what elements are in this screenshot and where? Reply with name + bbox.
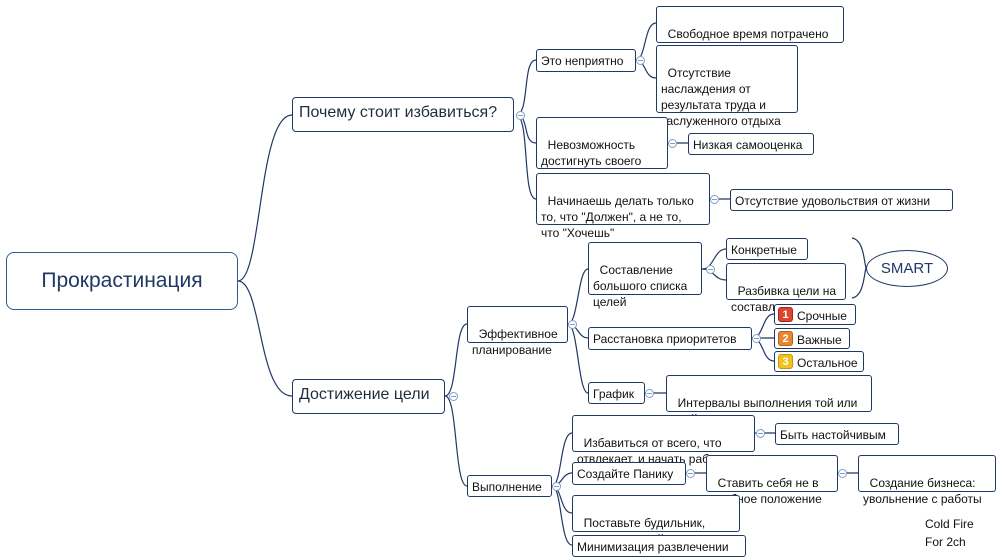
- branch-goal-label: Достижение цели: [299, 386, 430, 403]
- topic-self-esteem-label: Низкая самооценка: [693, 138, 803, 152]
- collapse-toggle-goal[interactable]: [449, 392, 458, 401]
- topic-big-list[interactable]: Составление большого списка целей: [588, 242, 702, 309]
- edge-root-why: [237, 114, 293, 282]
- topic-be-persistent-label: Быть настойчивым: [780, 428, 886, 442]
- topic-concrete[interactable]: Конкретные: [726, 238, 808, 260]
- topic-be-persistent[interactable]: Быть настойчивым: [775, 423, 899, 445]
- collapse-toggle-potential[interactable]: [668, 139, 677, 148]
- topic-unpleasant[interactable]: Это неприятно: [536, 49, 636, 72]
- topic-priorities[interactable]: Расстановка приоритетов: [588, 327, 752, 350]
- topic-intervals[interactable]: Интервалы выполнения той или иной цели: [666, 375, 872, 426]
- edge-why-unpleasant: [515, 59, 537, 116]
- priority-1-badge-icon: 1: [778, 307, 793, 322]
- edge-biglist-concrete: [701, 248, 727, 270]
- topic-no-enjoyment-label: Отсутствие наслаждения от результата тру…: [661, 66, 781, 128]
- topic-schedule[interactable]: График: [588, 382, 645, 404]
- collapse-toggle-why[interactable]: [516, 111, 525, 120]
- collapse-toggle-execution[interactable]: [552, 482, 561, 491]
- smart-brace: [851, 237, 867, 299]
- edge-goal-planning: [444, 323, 468, 397]
- topic-planning-label: Эффективное планирование: [472, 327, 558, 357]
- edge-root-goal: [237, 280, 293, 397]
- edge-biglist-breakdown: [701, 268, 727, 281]
- root-topic[interactable]: Прокрастинация: [6, 252, 238, 310]
- collapse-toggle-schedule[interactable]: [645, 389, 654, 398]
- edge-execution-minimize: [551, 485, 573, 546]
- topic-uncomfortable[interactable]: Ставить себя не в удобное положение: [706, 455, 838, 506]
- topic-execution-label: Выполнение: [472, 480, 542, 494]
- edge-goal-execution: [444, 395, 468, 487]
- topic-planning[interactable]: Эффективное планирование: [467, 306, 568, 357]
- topic-minimize[interactable]: Минимизация развлечении: [572, 535, 746, 557]
- priority-item[interactable]: 2 Важные: [774, 328, 850, 349]
- root-topic-label: Прокрастинация: [41, 269, 203, 292]
- priority-3-badge-icon: 3: [778, 354, 793, 369]
- topic-business-label: Создание бизнеса: увольнение с работы: [863, 476, 982, 506]
- topic-potential[interactable]: Невозможность достигнуть своего полного …: [536, 117, 668, 184]
- priority-item-label: Важные: [797, 333, 842, 347]
- topic-panic[interactable]: Создайте Панику: [572, 462, 686, 485]
- priority-2-badge-icon: 2: [778, 331, 793, 346]
- topic-no-enjoyment[interactable]: Отсутствие наслаждения от результата тру…: [656, 45, 798, 128]
- edge-unpleasant-wasted: [635, 22, 657, 61]
- edge-execution-remove: [551, 432, 573, 487]
- smart-callout-label: SMART: [880, 260, 934, 277]
- topic-alarm[interactable]: Поставьте будильник, напоминающий о зада…: [572, 495, 740, 546]
- collapse-toggle-panic[interactable]: [686, 469, 695, 478]
- topic-priorities-label: Расстановка приоритетов: [593, 332, 737, 346]
- topic-self-esteem[interactable]: Низкая самооценка: [688, 133, 814, 155]
- collapse-toggle-priorities[interactable]: [752, 334, 761, 343]
- topic-wasted-time[interactable]: Свободное время потрачено зря: [656, 6, 844, 57]
- topic-remove-distractions[interactable]: Избавиться от всего, что отвлекает, и на…: [572, 415, 755, 466]
- topic-minimize-label: Минимизация развлечении: [577, 540, 729, 554]
- branch-why-label: Почему стоит избавиться?: [299, 104, 498, 121]
- collapse-toggle-biglist[interactable]: [706, 265, 715, 274]
- topic-unpleasant-label: Это неприятно: [541, 54, 624, 68]
- topic-big-list-label: Составление большого списка целей: [593, 263, 688, 309]
- author-signature: Cold Fire For 2ch: [925, 517, 974, 549]
- collapse-toggle-remove[interactable]: [756, 429, 765, 438]
- collapse-toggle-planning[interactable]: [568, 320, 577, 329]
- topic-concrete-label: Конкретные: [731, 243, 797, 257]
- priority-item-label: Срочные: [797, 309, 847, 323]
- topic-schedule-label: График: [593, 387, 634, 401]
- topic-panic-label: Создайте Панику: [577, 467, 674, 481]
- topic-execution[interactable]: Выполнение: [467, 475, 552, 497]
- edge-planning-schedule: [567, 323, 589, 394]
- smart-callout[interactable]: SMART: [866, 250, 948, 287]
- topic-no-satisfaction[interactable]: Отсутствие удовольствия от жизни: [730, 189, 953, 211]
- collapse-toggle-uncomfortable[interactable]: [838, 469, 847, 478]
- priority-item-label: Остальное: [797, 356, 858, 370]
- branch-why[interactable]: Почему стоит избавиться?: [292, 97, 514, 132]
- collapse-toggle-unpleasant[interactable]: [636, 56, 645, 65]
- priority-item[interactable]: 3 Остальное: [774, 351, 864, 372]
- branch-goal[interactable]: Достижение цели: [292, 379, 445, 414]
- collapse-toggle-must[interactable]: [710, 195, 719, 204]
- priority-item[interactable]: 1 Срочные: [774, 304, 856, 325]
- topic-must[interactable]: Начинаешь делать только то, что "Должен"…: [536, 173, 710, 240]
- topic-breakdown[interactable]: Разбивка цели на составляющие: [726, 263, 846, 314]
- edge-planning-biglist: [567, 268, 589, 325]
- topic-must-label: Начинаешь делать только то, что "Должен"…: [541, 194, 694, 240]
- topic-business[interactable]: Создание бизнеса: увольнение с работы: [858, 455, 996, 506]
- topic-no-satisfaction-label: Отсутствие удовольствия от жизни: [735, 194, 931, 208]
